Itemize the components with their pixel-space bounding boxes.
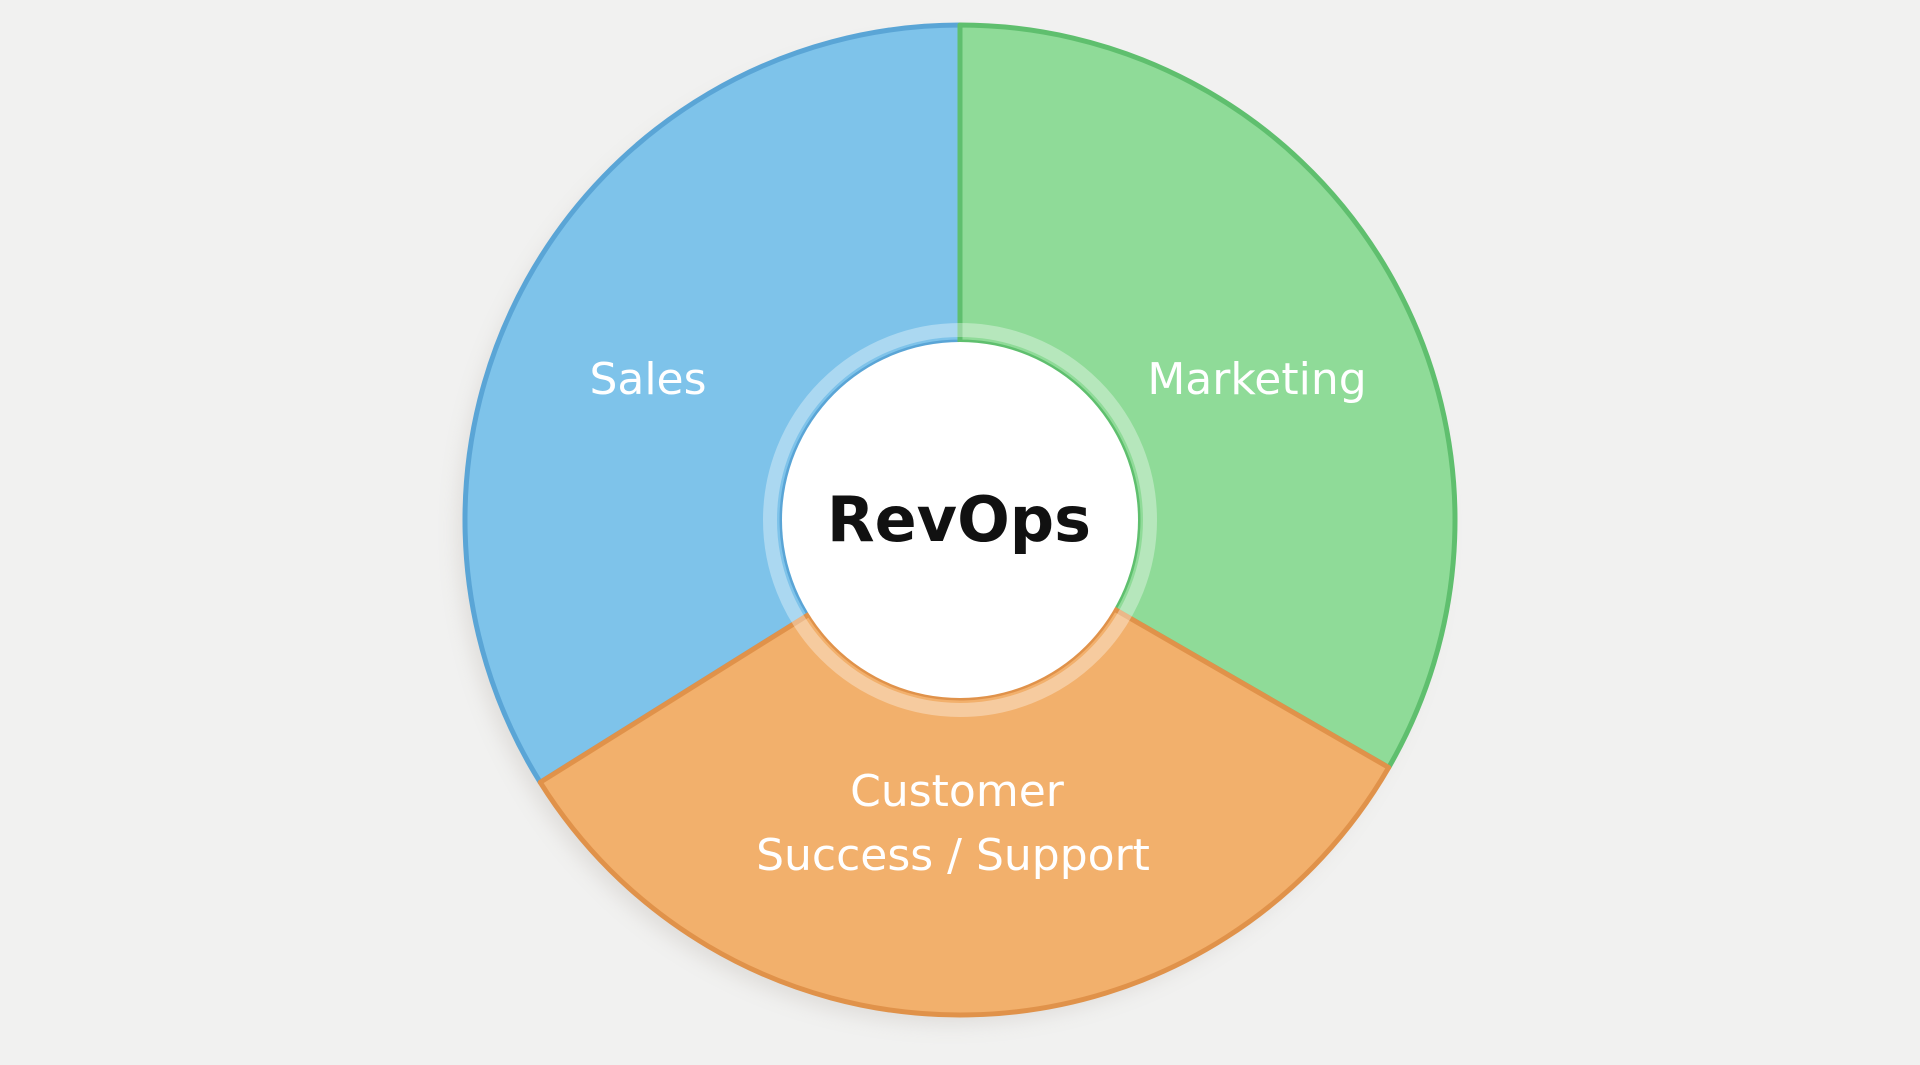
center-label: RevOps [827,483,1091,556]
segment-label-customer: Customer [850,766,1065,817]
segment-label-success-support: Success / Support [756,830,1150,881]
center-rim [763,323,1157,717]
segment-label-sales: Sales [589,354,706,405]
segment-label-marketing: Marketing [1147,354,1366,405]
center-hub [782,342,1138,698]
